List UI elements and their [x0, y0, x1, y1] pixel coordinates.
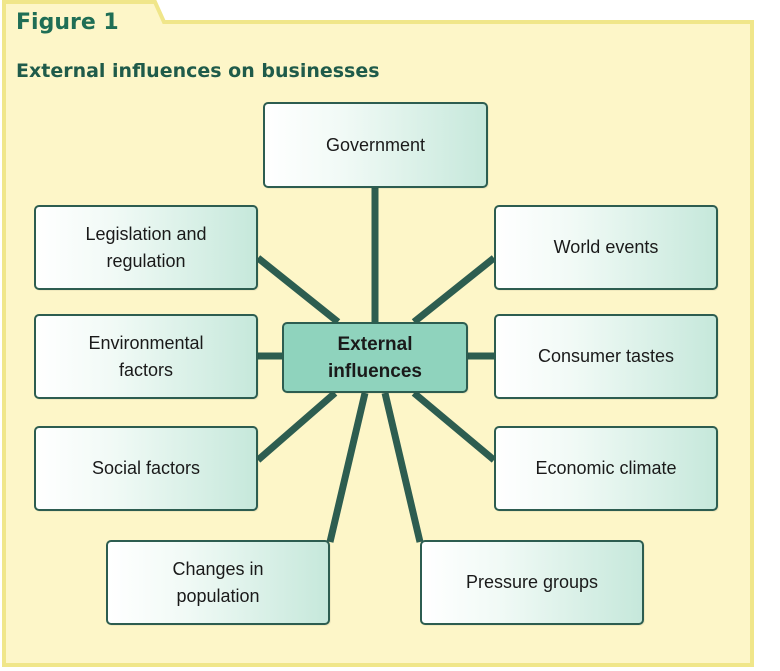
node-world-events: World events — [494, 205, 718, 290]
node-legislation-line1: Legislation and — [85, 223, 207, 244]
node-legislation: Legislation and regulation — [34, 205, 258, 290]
node-changes-in-population: Changes in population — [106, 540, 330, 625]
node-government-label: Government — [325, 134, 426, 155]
node-government: Government — [263, 102, 488, 188]
node-pressure-groups: Pressure groups — [420, 540, 644, 625]
connector-economic — [411, 390, 497, 463]
figure-title: External influences on businesses — [16, 60, 380, 82]
node-world-events-label: World events — [553, 237, 659, 257]
node-economic-label: Economic climate — [535, 458, 677, 478]
node-consumer-tastes-label: Consumer tastes — [537, 346, 675, 366]
node-environmental-line1: Environmental — [88, 332, 204, 353]
node-external-influences: External influences — [282, 322, 468, 393]
connector-pressure — [381, 392, 424, 543]
connector-legislation — [255, 255, 341, 325]
node-legislation-line2: regulation — [106, 250, 186, 271]
node-pressure-label: Pressure groups — [465, 572, 599, 592]
node-population-line1: Changes in — [172, 558, 264, 579]
connector-world-events — [411, 255, 497, 325]
connector-social — [255, 390, 338, 463]
node-environmental: Environmental factors — [34, 314, 258, 399]
node-consumer-tastes: Consumer tastes — [494, 314, 718, 399]
node-social-factors: Social factors — [34, 426, 258, 511]
node-environmental-line2: factors — [118, 359, 174, 380]
figure-label: Figure 1 — [16, 10, 119, 35]
node-social-label: Social factors — [91, 458, 201, 478]
node-population-line2: population — [176, 585, 260, 606]
connector-population — [326, 392, 369, 543]
node-economic-climate: Economic climate — [494, 426, 718, 511]
center-line2: influences — [328, 360, 422, 382]
center-line1: External — [337, 333, 413, 355]
